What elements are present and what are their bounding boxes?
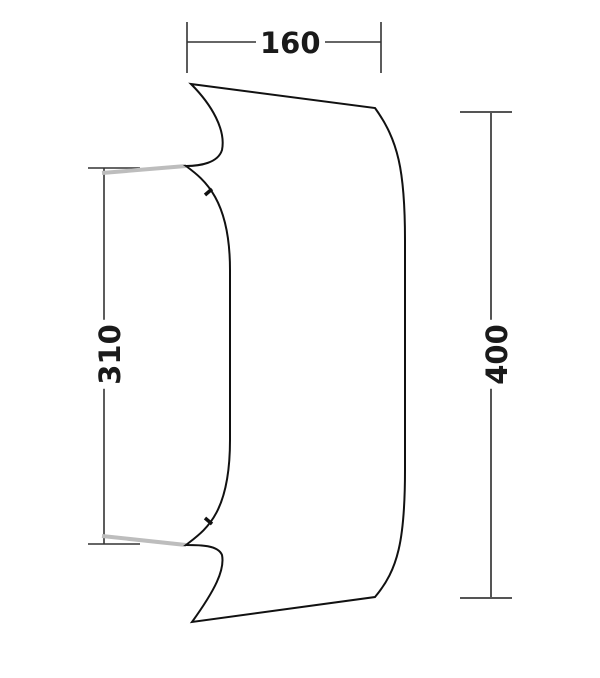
attachment-marks [203,187,214,526]
tarp-outline [182,82,406,624]
guy-lines [101,164,187,547]
dimension-label-400: 400 [480,320,514,389]
dimension-label-310: 310 [93,320,127,389]
dimension-label-160: 160 [256,29,325,58]
